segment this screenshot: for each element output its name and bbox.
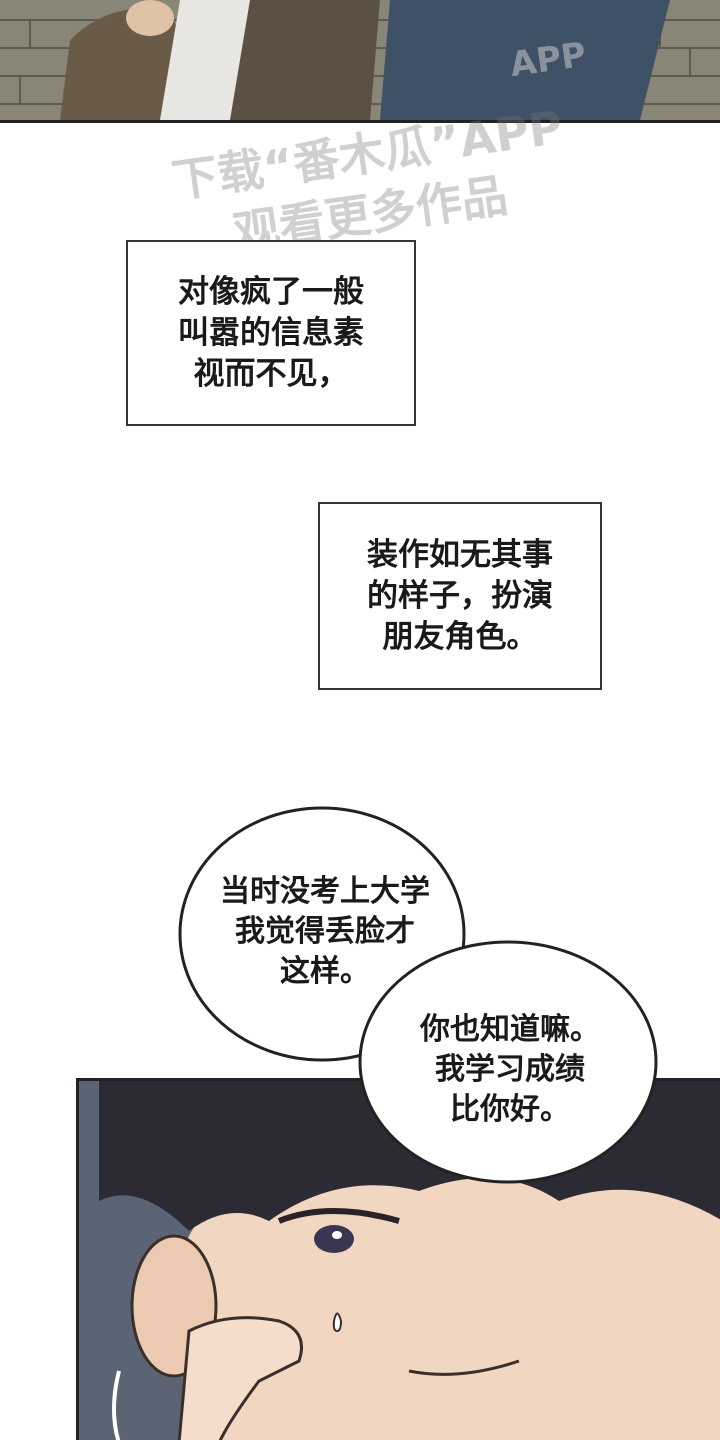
- speech-bubbles-graphic: [178, 806, 658, 1184]
- speech-bubble-2-shape: [358, 940, 658, 1184]
- bubble-text: 当时没考上大学 我觉得丢脸才 这样。: [220, 874, 430, 989]
- narration-caption-1: 对像疯了一般 叫嚣的信息素 视而不见，: [126, 240, 416, 426]
- bubble-text: 你也知道嘛。 我学习成绩 比你好。: [420, 1012, 600, 1127]
- narration-caption-2: 装作如无其事 的样子，扮演 朋友角色。: [318, 502, 602, 690]
- caption-text: 对像疯了一般 叫嚣的信息素 视而不见，: [178, 273, 364, 392]
- speech-bubble-2: 你也知道嘛。 我学习成绩 比你好。: [378, 1010, 642, 1130]
- brick-wall-illustration: [0, 0, 720, 120]
- caption-text: 装作如无其事 的样子，扮演 朋友角色。: [367, 536, 553, 655]
- speech-bubble-1: 当时没考上大学 我觉得丢脸才 这样。: [190, 872, 460, 992]
- top-comic-panel: APP: [0, 0, 720, 123]
